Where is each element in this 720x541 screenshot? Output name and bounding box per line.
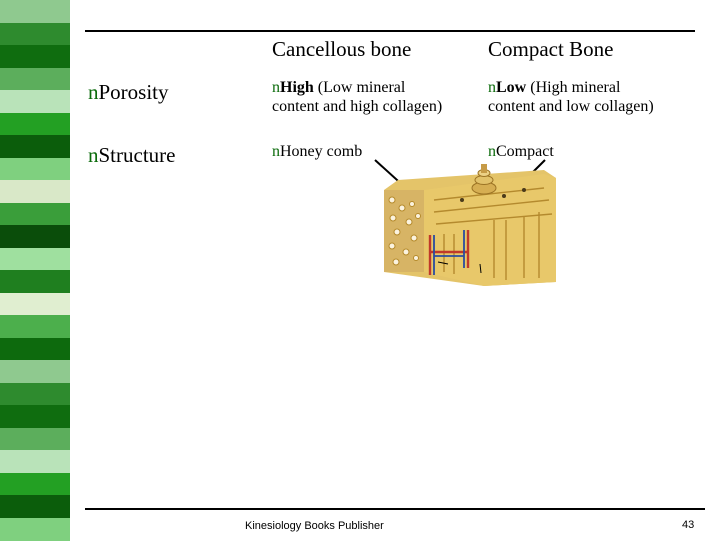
stripe-segment	[0, 22, 70, 46]
stripe-segment	[0, 45, 70, 68]
footer-publisher: Kinesiology Books Publisher	[245, 520, 384, 532]
stripe-segment	[0, 180, 70, 203]
stripe-segment	[0, 292, 70, 316]
stripe-segment	[0, 517, 70, 541]
column-header-cancellous: Cancellous bone	[272, 37, 412, 61]
bullet-marker: n	[88, 80, 99, 104]
footer-rule	[85, 508, 705, 510]
stripe-segment	[0, 157, 70, 181]
page-number: 43	[682, 519, 695, 531]
stripe-segment	[0, 67, 70, 91]
stripe-segment	[0, 270, 70, 293]
table-top-rule	[85, 30, 695, 32]
stripe-segment	[0, 337, 70, 361]
decorative-green-stripe-bar	[0, 0, 70, 541]
bullet-marker: n	[272, 143, 280, 160]
stripe-segment	[0, 247, 70, 271]
cell-porosity-cancellous: nHigh (Low mineral content and high coll…	[272, 79, 443, 115]
stripe-segment	[0, 472, 70, 496]
bullet-marker: n	[272, 79, 280, 96]
stripe-segment	[0, 427, 70, 451]
row-label-porosity: nPorosity	[88, 80, 169, 104]
stripe-segment	[0, 382, 70, 406]
stripe-segment	[0, 450, 70, 473]
stripe-segment	[0, 112, 70, 136]
bone-cross-section-illustration	[384, 164, 556, 286]
stripe-segment	[0, 225, 70, 248]
cell-structure-cancellous: nHoney comb	[272, 143, 363, 160]
stripe-segment	[0, 360, 70, 383]
row-label-structure: nStructure	[88, 143, 176, 167]
bullet-marker: n	[488, 143, 496, 160]
bullet-marker: n	[488, 79, 496, 96]
stripe-segment	[0, 0, 70, 23]
cell-porosity-compact: nLow (High mineral content and low colla…	[488, 79, 654, 115]
stripe-segment	[0, 90, 70, 113]
stripe-segment	[0, 405, 70, 428]
stripe-segment	[0, 202, 70, 226]
stripe-segment	[0, 495, 70, 518]
stripe-segment	[0, 135, 70, 158]
stripe-segment	[0, 315, 70, 338]
bullet-marker: n	[88, 143, 99, 167]
cell-structure-compact: nCompact	[488, 143, 554, 160]
column-header-compact: Compact Bone	[488, 37, 614, 61]
